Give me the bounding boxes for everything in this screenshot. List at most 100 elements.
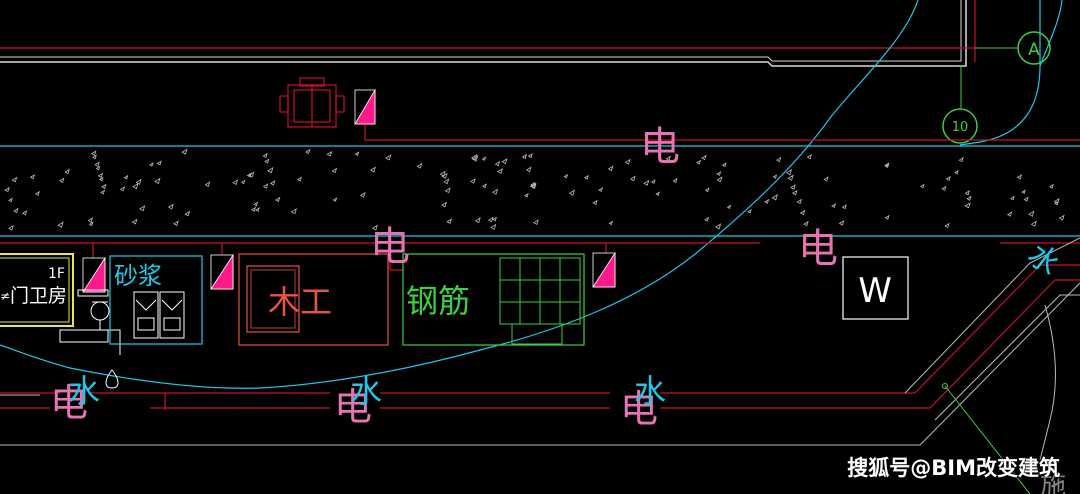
waste-station: W (842, 256, 909, 320)
road-hatch-mark (123, 174, 129, 180)
water-label: 水 (350, 372, 382, 410)
road-hatch-mark (721, 162, 727, 168)
road-hatch-mark (1058, 214, 1065, 221)
road-hatch-mark (650, 179, 656, 184)
road-hatch-mark (57, 221, 64, 228)
distribution-box (82, 256, 106, 293)
road-hatch-mark (64, 168, 70, 175)
road-hatch (4, 148, 1065, 231)
road-hatch-mark (481, 183, 487, 189)
road-hatch-mark (624, 158, 631, 165)
road-hatch-mark (326, 150, 333, 157)
road-hatch-mark (775, 156, 782, 163)
road-hatch-mark (154, 177, 161, 185)
road-hatch-mark (964, 190, 970, 196)
road-hatch-mark (704, 187, 710, 193)
road-hatch-mark (701, 154, 707, 161)
carpentry-shed-label: 木工 (268, 283, 332, 321)
mortar-shed: 砂浆 (109, 255, 203, 345)
road-hatch-mark (173, 220, 179, 227)
road-hatch-mark (806, 154, 813, 160)
road-hatch-mark (354, 151, 360, 156)
road-hatch-mark (1048, 183, 1054, 189)
distribution-box (354, 88, 376, 125)
road-hatch-mark (608, 220, 614, 226)
road-hatch-mark (787, 174, 794, 181)
road-hatch-mark (119, 186, 126, 192)
electric-label: 电 (50, 381, 88, 425)
road-hatch-mark (139, 205, 146, 212)
road-hatch-mark (443, 178, 450, 185)
road-hatch-mark (747, 208, 752, 214)
road-hatch-mark (269, 180, 276, 186)
distribution-box (210, 253, 234, 290)
grid-bubble-10-text: 10 (952, 120, 969, 135)
road-hatch-mark (88, 221, 94, 227)
road-hatch-mark (8, 224, 14, 231)
rebar-shed: 钢筋 (402, 253, 585, 346)
road-hatch-mark (34, 190, 40, 196)
road-hatch-mark (331, 167, 338, 174)
road-hatch-mark (785, 168, 793, 176)
road-hatch-mark (954, 169, 959, 175)
road-hatch-mark (13, 207, 19, 214)
road-hatch-mark (132, 182, 139, 190)
road-hatch-mark (791, 189, 798, 196)
road-hatch-mark (704, 216, 710, 222)
road-hatch-mark (568, 189, 576, 196)
road-hatch-mark (1054, 200, 1059, 206)
road-hatch-mark (332, 197, 338, 202)
road-hatch-mark (184, 210, 191, 217)
road-hatch-mark (584, 174, 589, 180)
guard-room: ≠ 门卫房 1F (0, 253, 74, 327)
road-hatch-mark (790, 184, 796, 190)
road-hatch-mark (491, 188, 499, 195)
water-label: 水 (68, 372, 100, 410)
electric-label: 电 (620, 387, 658, 431)
road-hatch-mark (385, 154, 392, 161)
road-hatch-mark (94, 161, 100, 167)
electric-label: 电 (334, 385, 372, 429)
road-hatch-mark (444, 187, 451, 194)
road-hatch-mark (1023, 196, 1029, 202)
road-hatch-mark (944, 222, 950, 229)
road-hatch-mark (665, 155, 671, 161)
road-hatch-mark (831, 203, 836, 209)
road-hatch-mark (441, 201, 447, 208)
road-hatch-mark (799, 209, 806, 216)
road-hatch-mark (29, 174, 35, 180)
road-hatch-mark (100, 189, 106, 195)
road-hatch-mark (530, 181, 536, 187)
road-hatch-mark (607, 165, 614, 172)
road-hatch-mark (598, 187, 604, 192)
water-tap-icon (59, 289, 121, 389)
road-hatch-mark (232, 179, 239, 186)
road-hatch-mark (672, 177, 678, 183)
road-hatch-mark (439, 170, 446, 177)
road-hatch-mark (958, 157, 964, 163)
road-hatch-mark (494, 160, 501, 167)
road-hatch-mark (8, 197, 13, 203)
guard-room-label: 门卫房 (10, 285, 67, 307)
road-hatch-mark (530, 183, 537, 189)
survey-line (942, 383, 1031, 494)
guard-room-prefix: ≠ (0, 289, 10, 303)
carpentry-shed: 木工 (238, 253, 389, 346)
road-hatch-mark (714, 223, 722, 230)
road-hatch-mark (941, 185, 947, 191)
road-hatch-mark (371, 224, 378, 231)
road-hatch-mark (59, 177, 65, 183)
corner-label-2: 施 (1040, 471, 1066, 494)
road-hatch-mark (716, 171, 722, 176)
road-hatch-mark (4, 186, 10, 193)
road-hatch-mark (446, 218, 452, 224)
mortar-shed-label: 砂浆 (114, 262, 162, 290)
road-hatch-mark (487, 216, 494, 223)
road-hatch-mark (492, 216, 497, 222)
road-hatch-mark (181, 148, 188, 155)
rebar-shed-label: 钢筋 (406, 282, 470, 320)
road-hatch-mark (716, 176, 723, 183)
road-hatch-mark (167, 203, 174, 210)
road-hatch-mark (204, 181, 211, 187)
electric-lines (0, 125, 1080, 410)
